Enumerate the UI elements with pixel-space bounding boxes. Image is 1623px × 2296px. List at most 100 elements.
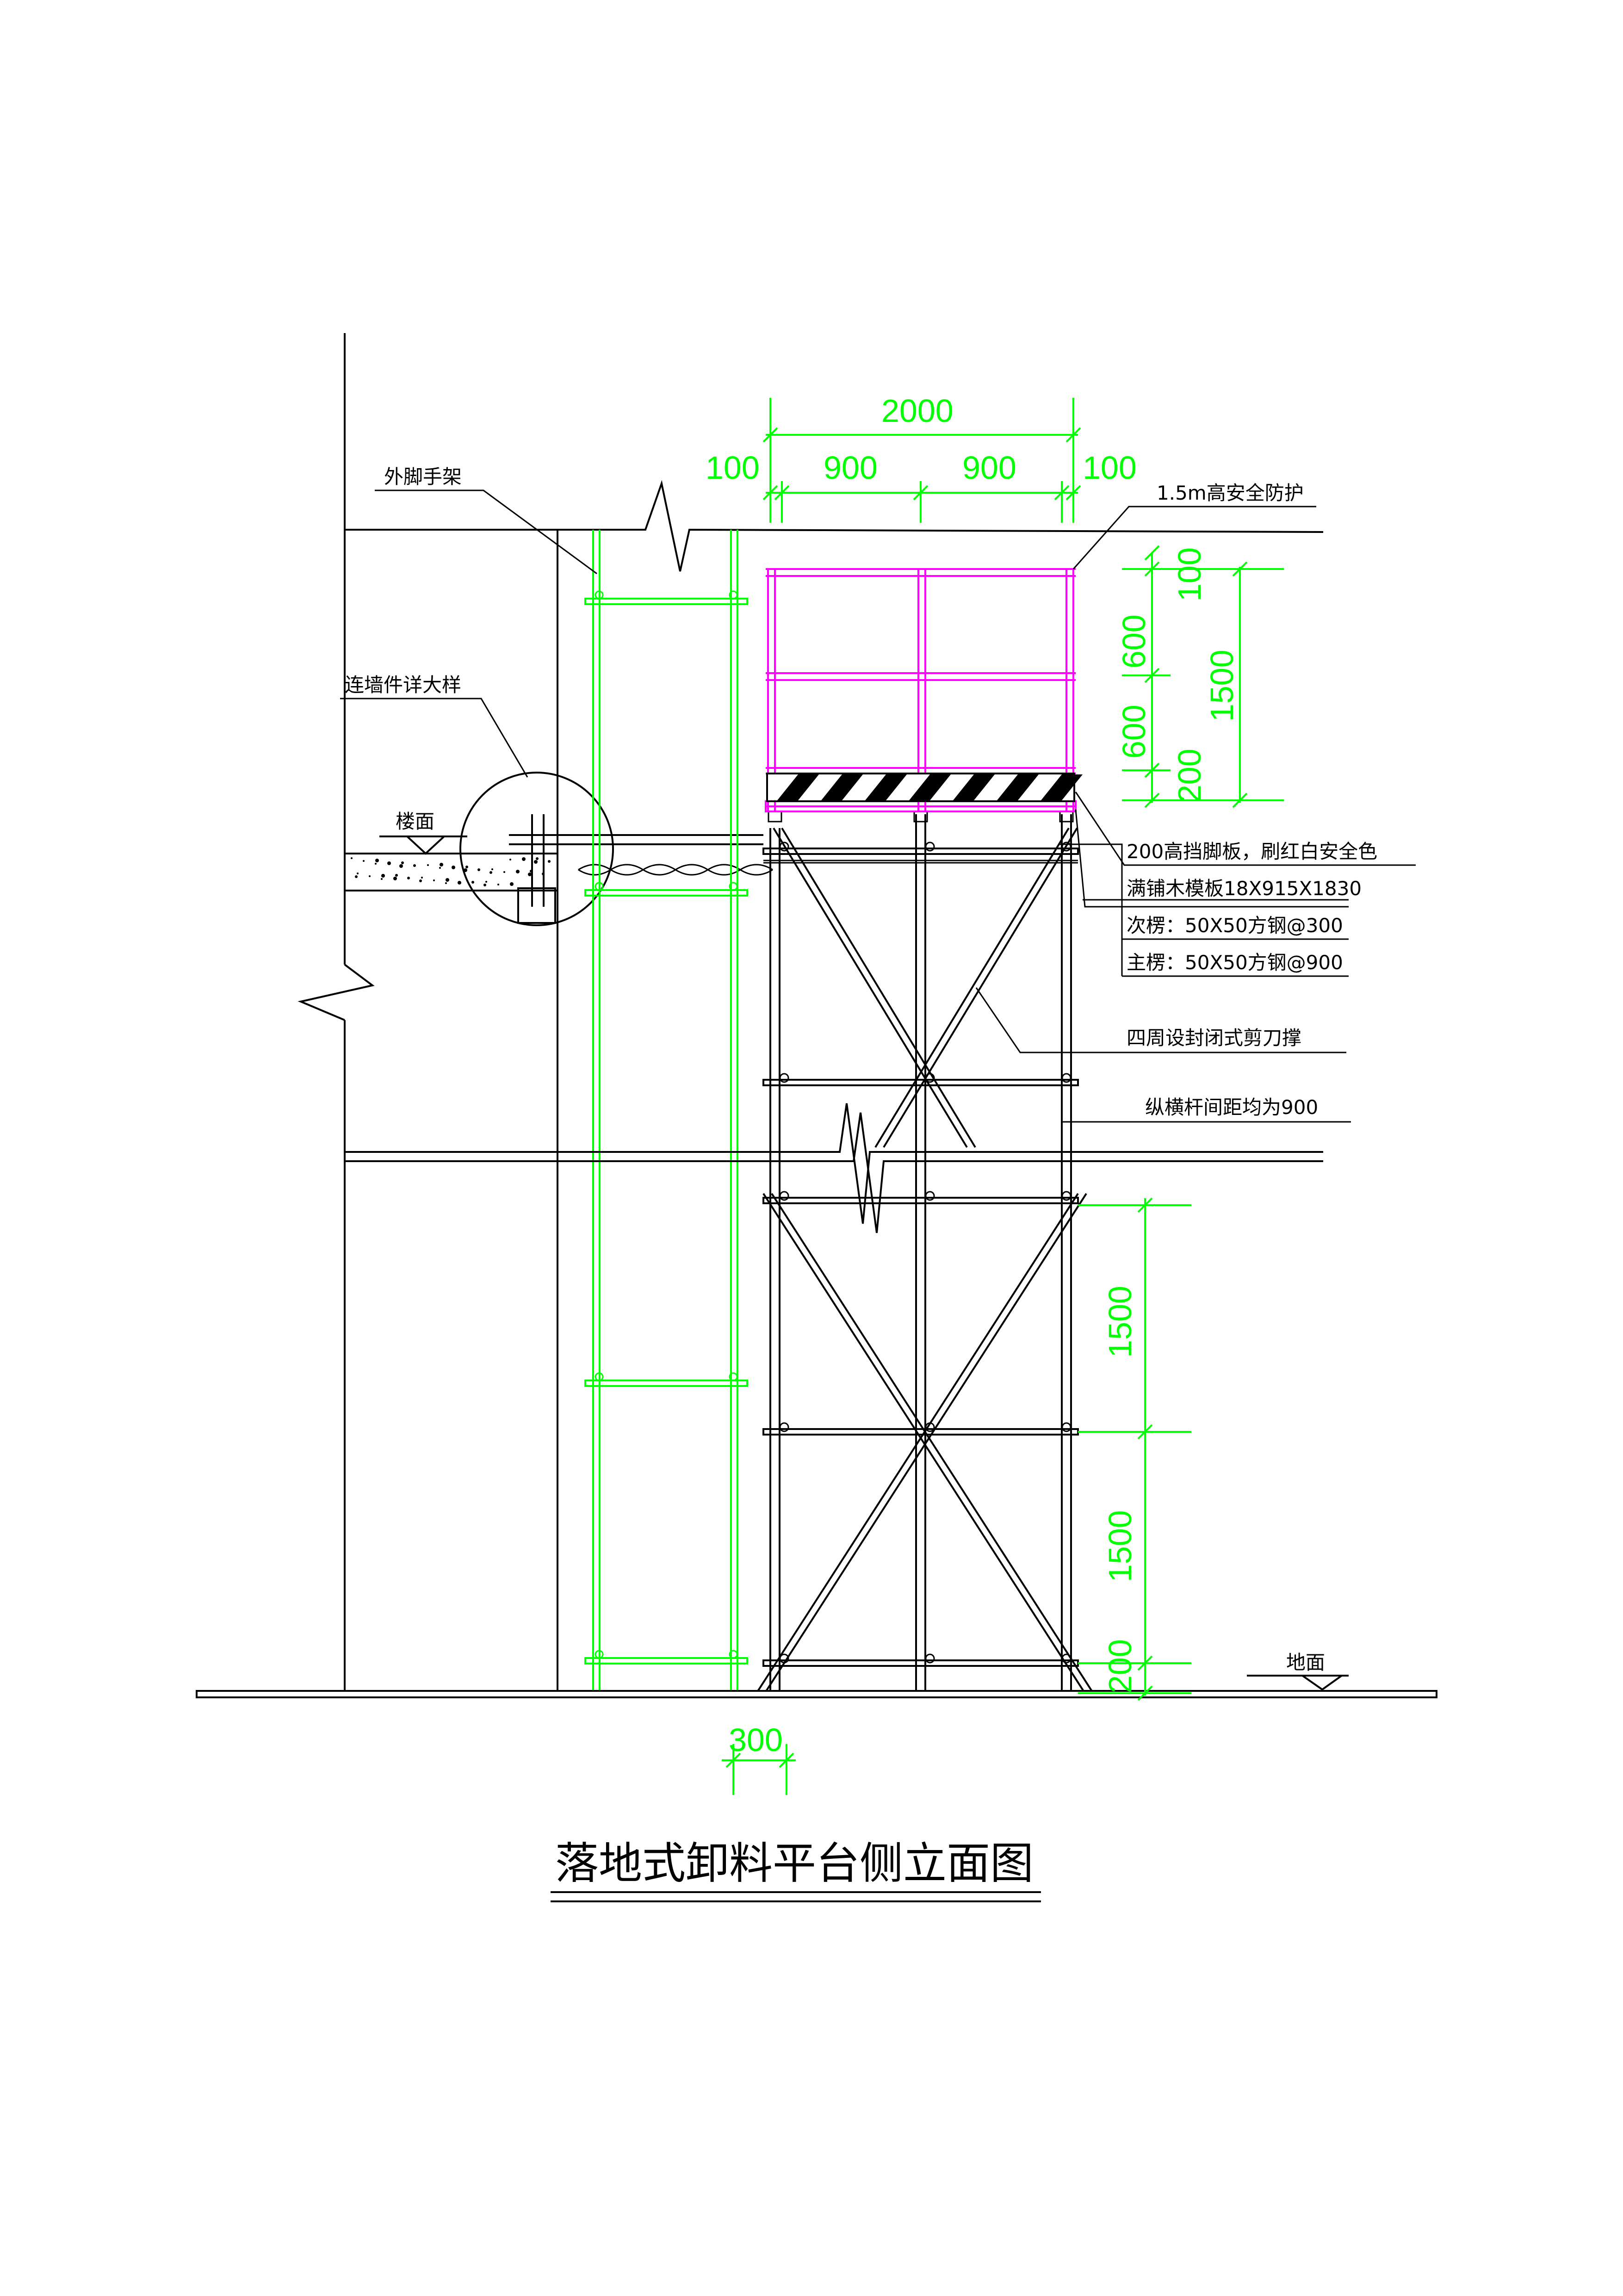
coupler-clamp [1061, 842, 1072, 852]
dim-lift-base: 200 [1102, 1639, 1138, 1693]
ground-line [196, 1675, 1437, 1698]
concrete-speck [471, 881, 474, 884]
concrete-speck [489, 871, 492, 874]
concrete-speck [363, 860, 365, 862]
concrete-speck [351, 857, 353, 859]
platform-ledger [762, 1428, 1079, 1436]
concrete-speck [440, 863, 443, 866]
coupler-clamp [1061, 1653, 1072, 1664]
wall-tie-detail [459, 772, 773, 926]
concrete-speck [395, 874, 398, 877]
concrete-speck [401, 861, 404, 864]
coupler-clamp [925, 1422, 935, 1432]
top-dimensions [762, 398, 1081, 523]
concrete-speck [393, 877, 397, 880]
concrete-speck [477, 868, 480, 871]
scaffold-ledger [584, 889, 748, 897]
concrete-speck [458, 881, 461, 885]
concrete-speck [446, 878, 449, 882]
concrete-speck [491, 868, 493, 870]
mid-floor-break [345, 1103, 1323, 1233]
outer-scaffold-label: 外脚手架 [384, 465, 462, 488]
scaffold-ledger [584, 598, 748, 605]
concrete-speck [439, 867, 441, 869]
concrete-speck [465, 866, 468, 868]
coupler-clamp [1061, 1191, 1072, 1201]
concrete-speck [497, 884, 499, 885]
bar-spacing-label: 纵横杆间距均为900 [1145, 1096, 1318, 1119]
concrete-speck [375, 859, 379, 862]
drawing-title: 落地式卸料平台侧立面图 [555, 1838, 1034, 1889]
coupler-clamps [768, 811, 1074, 1664]
concrete-speck [419, 879, 422, 882]
coupler-clamp [925, 1073, 935, 1083]
dim-rail-base: 200 [1171, 749, 1208, 803]
concrete-speck [387, 861, 391, 865]
scaffold-coupler [729, 1650, 738, 1659]
scaffold-coupler [595, 1650, 604, 1659]
dim-lift-upper: 1500 [1102, 1286, 1138, 1358]
coupler-clamp [779, 1653, 789, 1664]
coupler-clamp [1061, 1073, 1072, 1083]
concrete-speck [355, 875, 358, 878]
platform-ledger [762, 848, 1079, 855]
concrete-speck [375, 863, 377, 865]
scaffold-ledger [584, 1380, 748, 1387]
floor-slab [344, 835, 558, 891]
concrete-hatch [351, 857, 551, 886]
concrete-speck [452, 866, 455, 869]
platform-ledger [762, 1659, 1079, 1667]
concrete-speck [503, 871, 505, 873]
ground-level-label: 地面 [1286, 1651, 1325, 1674]
platform-ledgers [762, 848, 1079, 1667]
dim-top-bay-1: 900 [824, 450, 878, 486]
coupler-clamp [779, 1191, 789, 1201]
dim-top-bay-2: 900 [962, 450, 1016, 486]
concrete-speck [369, 875, 371, 877]
scaffold-coupler [595, 590, 604, 600]
toe-board-stripe [1041, 774, 1083, 800]
toe-board-stripe [777, 774, 819, 800]
concrete-speck [548, 860, 551, 863]
concrete-speck [483, 884, 486, 886]
concrete-speck [516, 870, 520, 873]
concrete-speck [357, 873, 359, 874]
building-structure [297, 333, 1324, 1696]
toe-board [766, 773, 1083, 802]
dim-rail-mid: 600 [1116, 614, 1152, 668]
coupler-clamp [779, 842, 789, 852]
concrete-speck [445, 882, 447, 884]
dim-rail-top: 100 [1171, 547, 1208, 601]
dim-rail-low: 600 [1116, 705, 1152, 759]
outer-scaffold [584, 530, 748, 1696]
toe-board-stripe [821, 774, 863, 800]
scaffold-coupler [729, 1372, 738, 1381]
coupler-clamp [1061, 1422, 1072, 1432]
dim-scaffold-width: 300 [729, 1722, 783, 1758]
scaffold-coupler [595, 882, 604, 891]
dim-lift-lower: 1500 [1102, 1510, 1138, 1582]
floor-level-label: 楼面 [396, 810, 434, 833]
secondary-beam-label: 次楞：50X50方钢@300 [1127, 914, 1343, 937]
dim-top-left-edge: 100 [706, 450, 760, 486]
lift-height-dimensions [1078, 1197, 1191, 1701]
decking-label: 满铺木模板18X915X1830 [1127, 877, 1362, 900]
concrete-speck [485, 881, 487, 883]
wall-tie-detail-label: 连墙件详大样 [345, 674, 461, 696]
scissor-brace-label: 四周设封闭式剪刀撑 [1127, 1027, 1301, 1049]
coupler-clamp [779, 1422, 789, 1432]
concrete-speck [528, 873, 532, 876]
scaffold-coupler [729, 590, 738, 600]
scaffold-ledger [584, 1657, 748, 1665]
annotation-leaders [340, 489, 1416, 1123]
main-beam-label: 主楞：50X50方钢@900 [1127, 951, 1343, 974]
concrete-speck [407, 877, 410, 879]
coupler-clamp [925, 842, 935, 852]
scaffold-width-dimension [722, 1744, 796, 1795]
coupler-clamp [779, 1073, 789, 1083]
guardrail-label: 1.5m高安全防护 [1157, 482, 1304, 504]
concrete-speck [433, 879, 435, 881]
concrete-speck [534, 860, 538, 864]
concrete-speck [522, 857, 526, 861]
